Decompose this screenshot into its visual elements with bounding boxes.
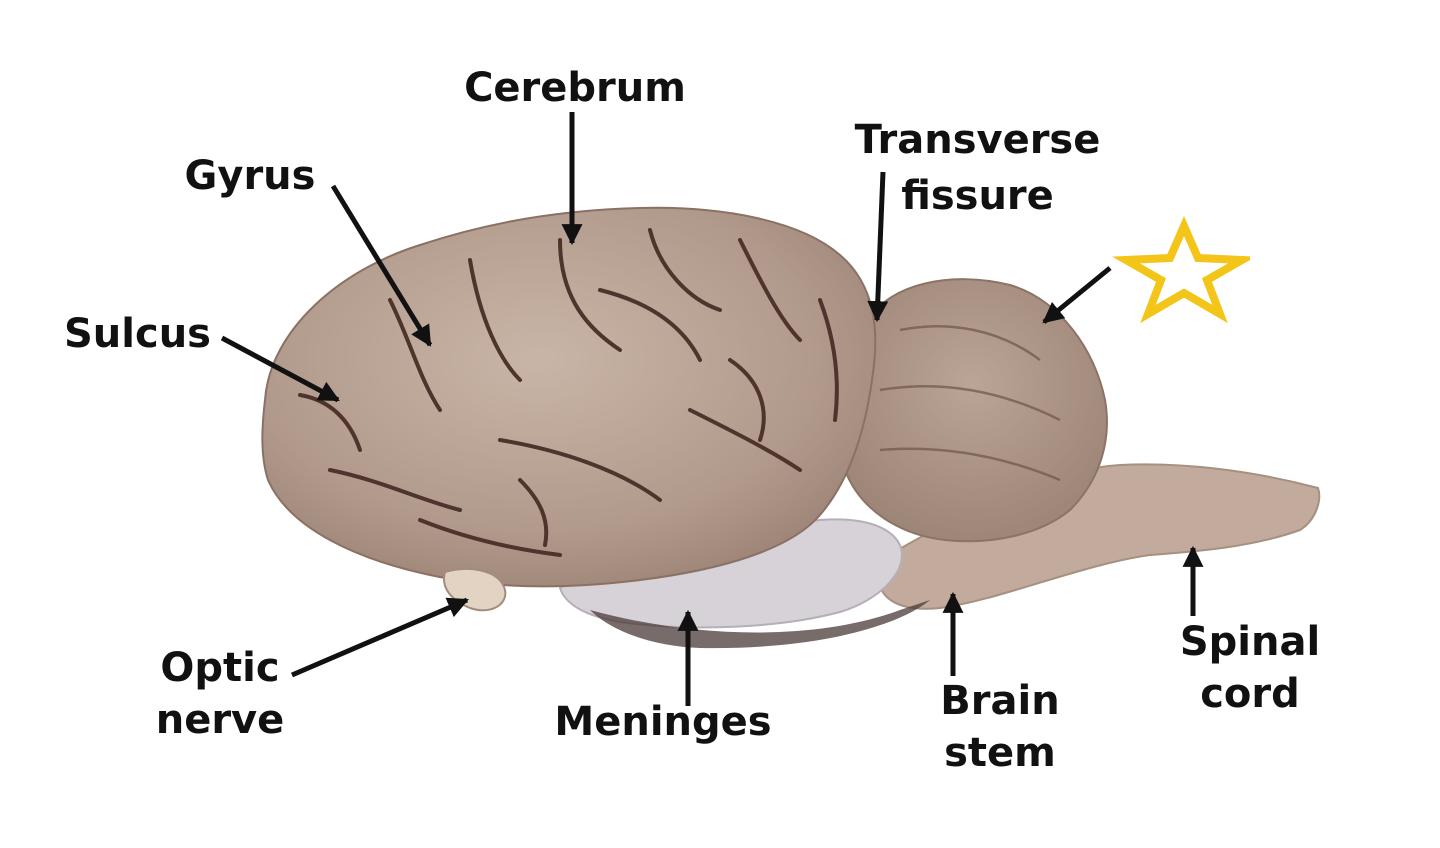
star-arrow bbox=[1042, 266, 1112, 324]
optic-nerve-label: Optic nerve bbox=[155, 645, 285, 743]
brain-stem-label: Brain stem bbox=[940, 678, 1060, 776]
blank-label-box bbox=[1250, 218, 1384, 286]
sulcus-label: Sulcus bbox=[64, 311, 211, 357]
cerebrum-label: Cerebrum bbox=[464, 65, 686, 111]
spinal-cord-label: Spinal cord bbox=[1179, 619, 1321, 717]
sulcus-arrow bbox=[220, 335, 340, 403]
ventral-shadow bbox=[590, 600, 930, 649]
gyrus-arrow bbox=[330, 184, 433, 347]
transverse-fissure-label: Transverse fissure bbox=[854, 117, 1101, 219]
star-icon bbox=[1112, 216, 1256, 324]
cerebrum-shape bbox=[261, 206, 877, 588]
sulci-lines bbox=[298, 228, 839, 557]
pointer-arrows bbox=[220, 112, 1204, 706]
transverse-fissure-arrow bbox=[867, 171, 889, 323]
gyrus-label: Gyrus bbox=[184, 153, 316, 199]
optic-nerve-arrow bbox=[291, 597, 469, 678]
cerebellum-folia bbox=[879, 325, 1061, 482]
meninges-label: Meninges bbox=[554, 699, 772, 745]
